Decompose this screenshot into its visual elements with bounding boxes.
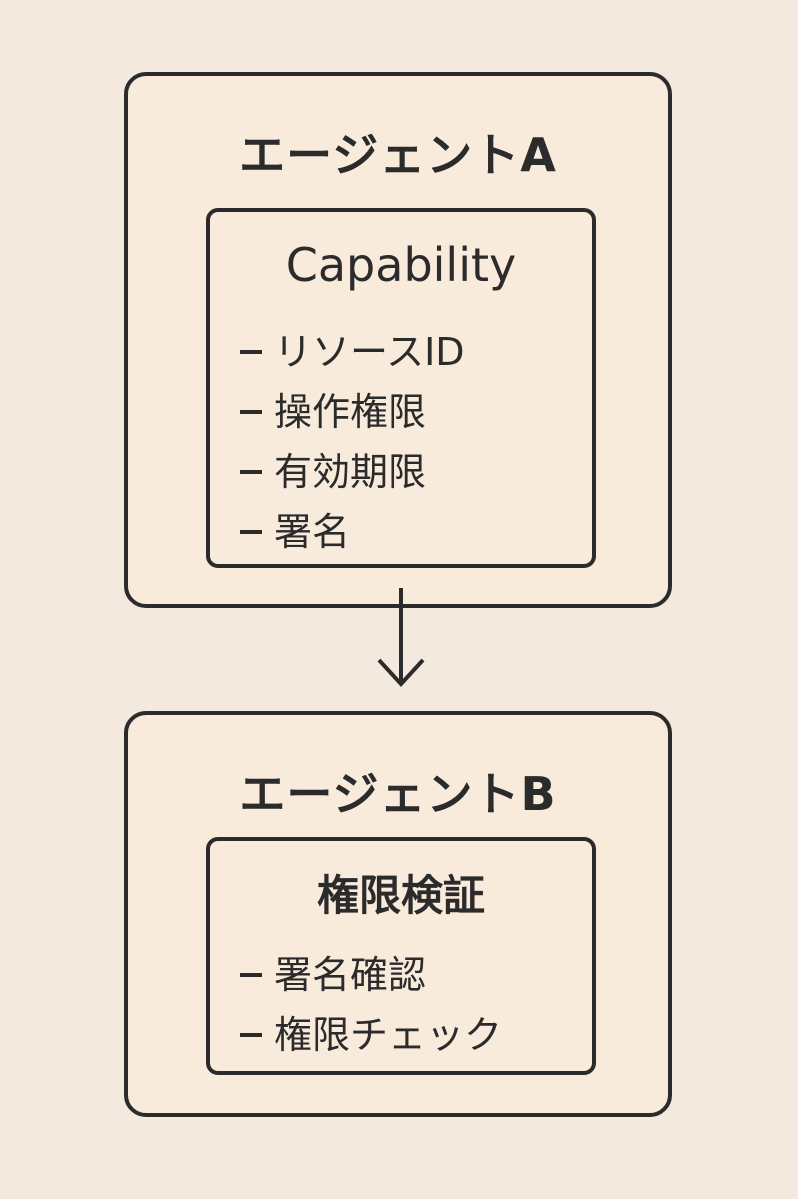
verification-item-list: 署名確認 権限チェック <box>240 945 502 1065</box>
capability-item-label: 署名 <box>274 510 351 554</box>
verification-title: 権限検証 <box>316 871 485 920</box>
agent-b-title: エージェントB <box>239 767 557 821</box>
capability-item-label: 操作権限 <box>274 390 427 434</box>
dash-icon <box>240 409 262 414</box>
capability-item: 操作権限 <box>240 382 465 442</box>
verification-item: 権限チェック <box>240 1005 502 1065</box>
agent-a-box: エージェントA Capability リソースID 操作権限 有効期限 署名 <box>124 72 672 608</box>
dash-icon <box>240 529 262 534</box>
capability-item: 有効期限 <box>240 442 465 502</box>
dash-icon <box>240 1032 262 1037</box>
agent-b-box: エージェントB 権限検証 署名確認 権限チェック <box>124 711 672 1117</box>
verification-item: 署名確認 <box>240 945 502 1005</box>
down-arrow-icon <box>377 588 425 687</box>
verification-item-label: 署名確認 <box>274 953 427 997</box>
arrow-head <box>377 658 425 687</box>
verification-item-label: 権限チェック <box>274 1013 503 1057</box>
capability-item-label: 有効期限 <box>274 450 427 494</box>
capability-box: Capability リソースID 操作権限 有効期限 署名 <box>206 208 596 568</box>
dash-icon <box>240 469 262 474</box>
capability-title: Capability <box>285 238 517 292</box>
dash-icon <box>240 972 262 977</box>
capability-item: 署名 <box>240 502 465 562</box>
capability-item: リソースID <box>240 322 465 382</box>
verification-box: 権限検証 署名確認 権限チェック <box>206 837 596 1075</box>
dash-icon <box>240 349 262 354</box>
capability-item-label: リソースID <box>274 330 465 374</box>
capability-item-list: リソースID 操作権限 有効期限 署名 <box>240 322 465 562</box>
agent-a-title: エージェントA <box>239 128 557 182</box>
